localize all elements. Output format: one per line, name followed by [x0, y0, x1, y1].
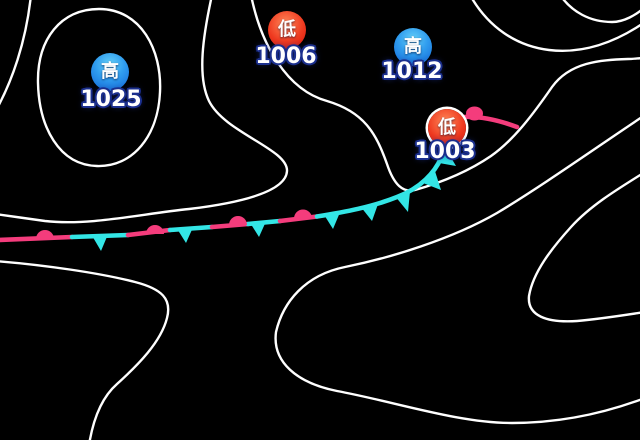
high-symbol-text: 高: [101, 61, 119, 82]
pressure-value-1003: 1003: [414, 139, 476, 164]
front-group: [0, 106, 520, 251]
warm-front-symbol: [229, 216, 247, 225]
pressure-value-1012: 1012: [381, 59, 443, 84]
cold-front-symbol: [177, 228, 193, 243]
isobar-trough-through-low: [250, 0, 640, 192]
low-symbol-text: 低: [438, 117, 456, 138]
isobar-topleft-arc: [0, 0, 32, 106]
isobar-topright-1: [471, 0, 640, 52]
warm-front-symbol: [146, 225, 164, 234]
pressure-value-1006: 1006: [255, 44, 317, 69]
isobar-center-s-curve: [0, 0, 289, 224]
pressure-value-1025: 1025: [80, 87, 142, 112]
cold-front-symbol: [362, 205, 378, 221]
cold-front-symbol: [439, 149, 456, 166]
isobar-topright-2: [562, 0, 640, 24]
high-pressure-marker-1025[interactable]: 高: [91, 53, 129, 91]
low-pressure-marker-1003[interactable]: 低: [428, 109, 466, 147]
isobar-right-hairpin-inner: [527, 173, 640, 323]
cold-front-symbol: [324, 213, 340, 229]
cold-front-symbol: [92, 235, 108, 251]
low-symbol-text: 低: [278, 19, 296, 40]
cold-front-symbol: [250, 222, 266, 237]
low-pressure-marker-1006[interactable]: 低: [268, 11, 306, 49]
isobar-high1025-oval: [36, 7, 162, 168]
warm-front-symbol: [294, 209, 312, 219]
stationary-front-warm-seg-1: [0, 234, 75, 243]
warm-front-symbol: [466, 106, 483, 121]
cold-front-line: [314, 138, 450, 219]
warm-front-symbol: [36, 230, 54, 239]
high-pressure-marker-1012[interactable]: 高: [394, 28, 432, 66]
stationary-front-cold-seg-2: [167, 224, 215, 233]
cold-front-symbol: [397, 191, 410, 212]
isobar-right-hairpin-outer: [274, 116, 640, 425]
cold-front-symbol: [423, 168, 441, 190]
isobar-bottomleft-hook: [0, 260, 170, 440]
high-symbol-text: 高: [404, 36, 422, 57]
